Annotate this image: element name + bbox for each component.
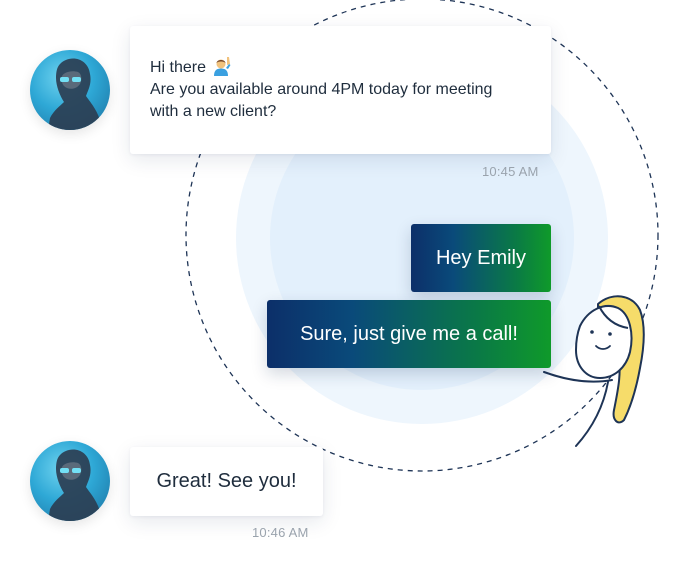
avatar xyxy=(30,50,110,130)
message-timestamp: 10:46 AM xyxy=(252,525,309,540)
eye-left xyxy=(590,330,594,334)
avatar xyxy=(30,441,110,521)
outgoing-message-bubble: Hey Emily xyxy=(411,224,551,292)
incoming-message-card: Great! See you! xyxy=(130,447,323,516)
message-line: Are you available around 4PM today for m… xyxy=(150,81,493,98)
avatar-portrait-icon xyxy=(48,58,100,130)
incoming-message-card: Hi there Are you available around 4PM to… xyxy=(130,26,551,154)
dashed-orbit-ring xyxy=(185,0,659,472)
message-line: with a new client? xyxy=(150,103,277,120)
outgoing-message-bubble: Sure, just give me a call! xyxy=(267,300,551,368)
body-line xyxy=(575,381,609,447)
message-text: Great! See you! xyxy=(156,470,297,492)
greeting-text: Hi there xyxy=(150,59,207,76)
smile xyxy=(595,345,611,350)
avatar-portrait-icon xyxy=(48,449,100,521)
person-raising-hand-emoji-icon xyxy=(214,57,231,76)
eye-right xyxy=(608,332,612,336)
message-line-greeting: Hi there xyxy=(150,56,531,79)
hair-fringe-line xyxy=(598,305,629,329)
peeking-person-illustration xyxy=(543,295,645,447)
outgoing-message-text: Sure, just give me a call! xyxy=(300,322,518,345)
shoulder-line xyxy=(543,371,613,383)
message-timestamp: 10:45 AM xyxy=(482,164,539,179)
outgoing-message-text: Hey Emily xyxy=(435,246,526,269)
